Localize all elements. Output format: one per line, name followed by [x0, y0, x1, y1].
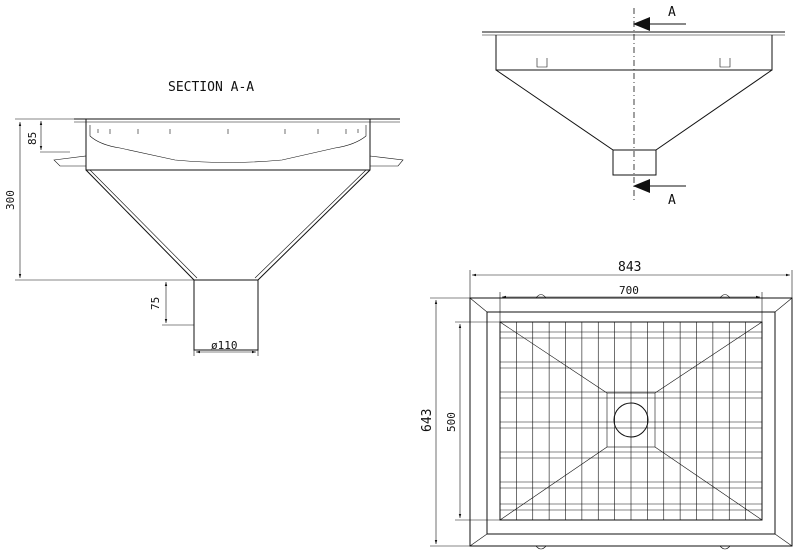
dim-flange-height: 85: [26, 132, 39, 145]
dim-outer-height: 643: [420, 409, 435, 432]
funnel-outline: [85, 169, 371, 351]
plan-view: 843 700 643 500: [420, 260, 793, 550]
right-shelf: [369, 155, 404, 167]
elevation-funnel: [495, 69, 773, 176]
dim-outer-width: 843: [618, 260, 641, 275]
dim-total-height: 300: [4, 190, 17, 210]
left-bracket: [536, 58, 548, 68]
elevation-view: A A: [482, 5, 785, 208]
section-arrow-bottom: [633, 179, 650, 193]
section-arrow-top: [633, 17, 650, 31]
dim-outlet-diameter: ø110: [211, 339, 238, 352]
grate-grid: [500, 322, 762, 520]
right-bracket: [719, 58, 731, 68]
plan-inner-frame: [486, 311, 776, 535]
section-marker-top: A: [668, 5, 676, 20]
section-view: SECTION A-A 300 85 75 ø110: [4, 80, 404, 356]
section-marker-bottom: A: [668, 193, 676, 208]
section-title: SECTION A-A: [168, 80, 254, 95]
outlet-circle: [613, 402, 649, 438]
dim-inner-width: 700: [619, 284, 639, 297]
left-shelf: [53, 155, 87, 167]
dim-inner-height: 500: [445, 412, 458, 432]
bowl-outline: [85, 119, 371, 171]
dim-outlet-height: 75: [149, 297, 162, 310]
